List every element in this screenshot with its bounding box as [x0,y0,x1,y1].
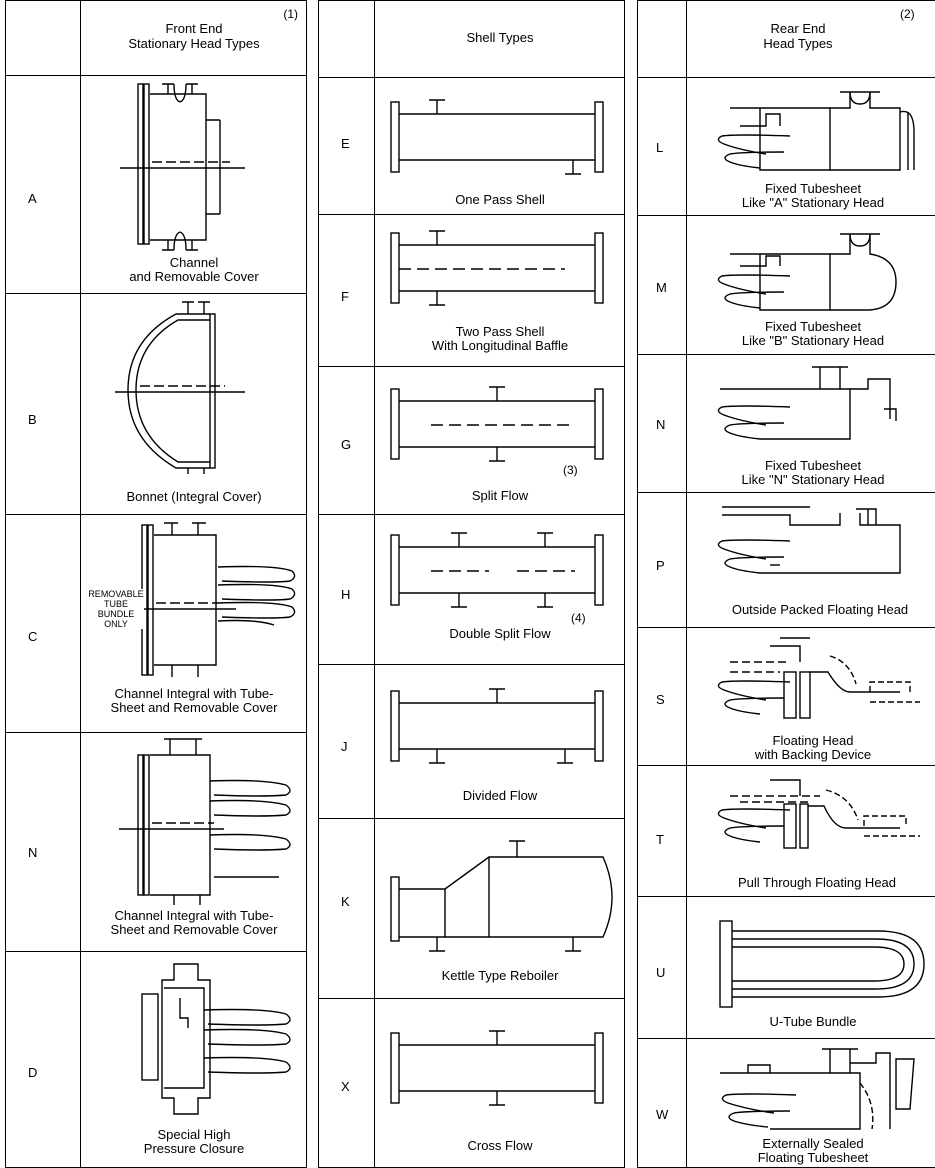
front-row-caption: Special High Pressure Closure [143,1127,245,1156]
channel-removable-cover-diagram [120,83,245,251]
rear-row-caption: Outside Packed Floating Head [731,602,909,617]
externally-sealed-floating-tubesheet-diagram [720,1048,915,1130]
shell-row-caption: Cross Flow [467,1138,533,1153]
rear-row-letter: T [656,832,664,847]
rear-row-letter: W [656,1107,669,1122]
shell-row-e: E One Pass Shell [319,77,624,214]
shell-row-letter: F [341,289,349,304]
front-row-letter: C [28,629,38,644]
fixed-tubesheet-b-diagram [717,233,897,311]
front-end-column: Front End Stationary Head Types (1) A Ch… [5,0,307,1168]
double-split-flow-diagram [390,532,604,608]
rear-row-s: S Floating Head with Backing Device [638,627,935,765]
rear-row-letter: S [656,692,665,707]
shell-row-letter: J [341,739,348,754]
rear-end-column: Rear End Head Types (2) L Fixed Tubeshee… [637,0,935,1168]
front-header-row: Front End Stationary Head Types (1) [6,1,306,75]
front-row-letter: N [28,845,38,860]
shell-row-letter: K [341,894,350,909]
shell-row-caption: Double Split Flow [449,626,551,641]
shell-row-h: H (4) Double Split Flow [319,514,624,664]
floating-head-backing-device-diagram [717,637,920,719]
shell-row-j: J Divided Flow [319,664,624,818]
shell-row-k: K Kettle Type Reboiler [319,818,624,998]
split-flow-note: (3) [563,463,578,477]
rear-header-note: (2) [900,7,915,21]
rear-row-l: L Fixed Tubesheet Like "A" Stationary He… [638,77,935,215]
shell-row-x: X Cross Flow [319,998,624,1167]
fixed-tubesheet-a-diagram [717,91,915,171]
shell-row-caption: Divided Flow [462,788,538,803]
rear-row-caption: Pull Through Floating Head [737,875,897,890]
rear-header: Rear End Head Types [763,21,833,51]
u-tube-bundle-diagram [719,920,925,1008]
rear-row-t: T Pull Through Floating Head [638,765,935,896]
rear-row-letter: N [656,417,666,432]
rear-row-letter: P [656,558,665,573]
shell-row-letter: X [341,1079,350,1094]
front-row-caption: Channel and Removable Cover [129,255,259,284]
front-row-letter: D [28,1065,38,1080]
front-row-letter: B [28,412,37,427]
rear-row-caption: Fixed Tubesheet Like "N" Stationary Head [741,458,885,487]
removable-tube-bundle-label: REMOVABLE TUBE BUNDLE ONLY [88,589,144,629]
rear-row-p: P Outside Packed Floating Head [638,492,935,627]
channel-integral-tubesheet-diagram [116,522,296,677]
shell-row-caption: Two Pass Shell With Longitudinal Baffle [431,324,569,353]
one-pass-shell-diagram [390,99,604,175]
split-flow-diagram [390,386,604,462]
channel-integral-removable-cover-diagram [119,738,291,905]
rear-row-caption: Externally Sealed Floating Tubesheet [757,1136,869,1165]
double-split-flow-note: (4) [571,611,586,625]
shell-row-caption: Split Flow [471,488,529,503]
front-row-n: N Channel Integral with Tube- Sheet and … [6,732,306,951]
rear-row-w: W Externally Sealed Floating Tubesheet [638,1038,935,1167]
shell-row-letter: H [341,587,351,602]
cross-flow-diagram [390,1030,604,1106]
rear-row-caption: U-Tube Bundle [769,1014,857,1029]
shell-row-caption: One Pass Shell [455,192,545,207]
front-row-c: C REMOVABLE TUBE BUNDLE ONLY Channel Int… [6,514,306,732]
bonnet-diagram [115,301,245,474]
front-row-caption: Bonnet (Integral Cover) [126,489,262,504]
rear-row-caption: Fixed Tubesheet Like "A" Stationary Head [741,181,885,210]
kettle-reboiler-diagram [390,840,613,952]
front-row-letter: A [28,191,37,206]
front-row-d: D Special High Pressure Closure [6,951,306,1167]
shell-header: Shell Types [466,30,534,45]
divided-flow-diagram [390,688,604,764]
shell-row-letter: G [341,437,352,452]
shell-row-f: F Two Pass Shell With Longitudinal Baffl… [319,214,624,366]
front-header-note: (1) [283,7,298,21]
rear-row-letter: U [656,965,666,980]
shell-row-g: G (3) Split Flow [319,366,624,514]
front-row-a: A Channel and Removable Cover [6,75,306,293]
shell-types-column: Shell Types E One Pass Shell F Two Pass … [318,0,625,1168]
shell-row-caption: Kettle Type Reboiler [441,968,559,983]
rear-row-caption: Fixed Tubesheet Like "B" Stationary Head [741,319,885,348]
front-header: Front End Stationary Head Types [128,21,260,51]
rear-header-row: Rear End Head Types (2) [638,1,935,77]
front-row-caption: Channel Integral with Tube- Sheet and Re… [110,908,278,937]
rear-row-m: M Fixed Tubesheet Like "B" Stationary He… [638,215,935,354]
shell-header-row: Shell Types [319,1,624,77]
rear-row-letter: M [656,280,667,295]
front-row-b: B Bonnet (Integral Cover) [6,293,306,514]
two-pass-shell-diagram [390,230,604,306]
pull-through-floating-head-diagram [717,779,920,849]
rear-row-caption: Floating Head with Backing Device [754,733,872,762]
outside-packed-floating-head-diagram [717,506,901,574]
rear-row-u: U U-Tube Bundle [638,896,935,1038]
rear-row-n: N Fixed Tubesheet Like "N" Stationary He… [638,354,935,492]
special-high-pressure-closure-diagram [141,963,291,1115]
rear-row-letter: L [656,140,664,155]
fixed-tubesheet-n-diagram [717,366,897,440]
front-row-caption: Channel Integral with Tube- Sheet and Re… [110,686,278,715]
shell-row-letter: E [341,136,350,151]
